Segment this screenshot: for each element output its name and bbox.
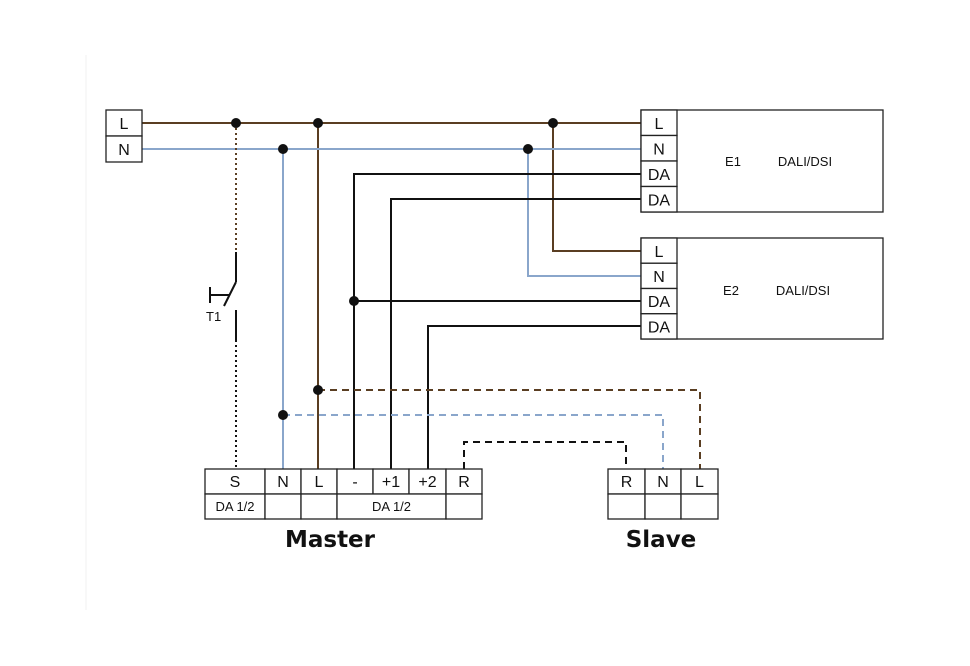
phase-to-e2-l xyxy=(552,123,641,252)
slave-controller: R N L Slave xyxy=(607,468,719,553)
master-terminal-label: S xyxy=(230,474,241,491)
master-terminal-label: N xyxy=(277,474,289,491)
master-terminal-label: R xyxy=(458,474,470,491)
junction-dot xyxy=(349,296,359,306)
master-terminal xyxy=(264,468,302,495)
ballast-e2-terminal xyxy=(640,287,678,315)
supply-terminals: L N xyxy=(105,109,143,163)
junction-dot xyxy=(278,144,288,154)
ballast-e1: L N DA DA E1 DALI/DSI xyxy=(640,109,884,213)
slave-dashed-wires xyxy=(283,389,701,469)
supply-n-label: N xyxy=(118,142,130,159)
junction-dot xyxy=(231,118,241,128)
ballast-e1-terminal-label: DA xyxy=(648,167,671,184)
ballast-e2-body xyxy=(640,237,884,340)
junction-dots xyxy=(231,118,558,420)
master-title: Master xyxy=(285,527,376,553)
ballast-e2-type: DALI/DSI xyxy=(776,283,830,298)
ballast-e1-name: E1 xyxy=(725,154,741,169)
master-plus1-to-e1-da xyxy=(390,198,641,469)
ballast-e2: L N DA DA E2 DALI/DSI xyxy=(640,237,884,340)
ballast-e1-terminal-label: L xyxy=(655,116,664,133)
master-plus2-to-e2-da xyxy=(427,325,641,469)
slave-terminal-label: N xyxy=(657,474,669,491)
ballast-e2-terminal-label: DA xyxy=(648,294,671,311)
ballast-e1-terminal-label: DA xyxy=(648,193,671,210)
neutral-to-e2-n xyxy=(527,149,641,277)
ballast-e2-terminal-label: DA xyxy=(648,320,671,337)
master-terminal xyxy=(445,468,483,495)
master-terminal-label: - xyxy=(352,474,357,491)
ballast-e1-body xyxy=(640,109,884,213)
master-bottom-cell xyxy=(264,493,302,520)
switch-label: T1 xyxy=(206,309,221,324)
ballast-e1-terminal xyxy=(640,185,678,213)
ballast-e2-terminal-label: L xyxy=(655,244,664,261)
ballast-e2-terminal xyxy=(640,313,678,340)
master-bottom-cell xyxy=(445,493,483,520)
slave-bottom-cell xyxy=(607,493,646,520)
master-bottom-cell xyxy=(204,493,266,520)
ballast-e1-terminal-label: N xyxy=(653,142,665,159)
slave-terminal xyxy=(644,468,682,495)
slave-terminal xyxy=(680,468,719,495)
dashed-phase-to-slave-l xyxy=(318,389,701,469)
junction-dot xyxy=(313,118,323,128)
dashed-neutral-to-slave-n xyxy=(283,414,664,469)
supply-l-label: L xyxy=(120,116,129,133)
slave-title: Slave xyxy=(626,527,697,553)
junction-dot xyxy=(548,118,558,128)
master-bottom-label: DA 1/2 xyxy=(215,499,254,514)
switch-circuit: T1 xyxy=(206,123,237,469)
slave-bottom-cell xyxy=(680,493,719,520)
master-terminal xyxy=(372,468,410,495)
master-bottom-cell xyxy=(300,493,338,520)
ballast-e2-name: E2 xyxy=(723,283,739,298)
master-terminal-label: +2 xyxy=(418,474,436,491)
supply-l-terminal xyxy=(105,109,143,137)
master-minus-to-e1-da xyxy=(353,173,641,469)
junction-dot xyxy=(523,144,533,154)
master-terminal-label: L xyxy=(315,474,324,491)
dashed-r-link xyxy=(463,441,627,469)
ballast-e1-type: DALI/DSI xyxy=(778,154,832,169)
ballast-e2-terminal-label: N xyxy=(653,269,665,286)
master-controller: S N L - +1 +2 R DA 1/2 DA 1/2 Master xyxy=(204,468,483,553)
supply-n-terminal xyxy=(105,135,143,163)
master-bottom-cell xyxy=(336,493,447,520)
signal-wires xyxy=(353,173,641,469)
junction-dot xyxy=(278,410,288,420)
master-bottom-label: DA 1/2 xyxy=(372,499,411,514)
junction-dot xyxy=(313,385,323,395)
slave-bottom-cell xyxy=(644,493,682,520)
ballast-e1-terminal xyxy=(640,109,678,137)
slave-terminal-label: R xyxy=(621,474,633,491)
slave-terminal-label: L xyxy=(695,474,704,491)
master-terminal-label: +1 xyxy=(382,474,400,491)
